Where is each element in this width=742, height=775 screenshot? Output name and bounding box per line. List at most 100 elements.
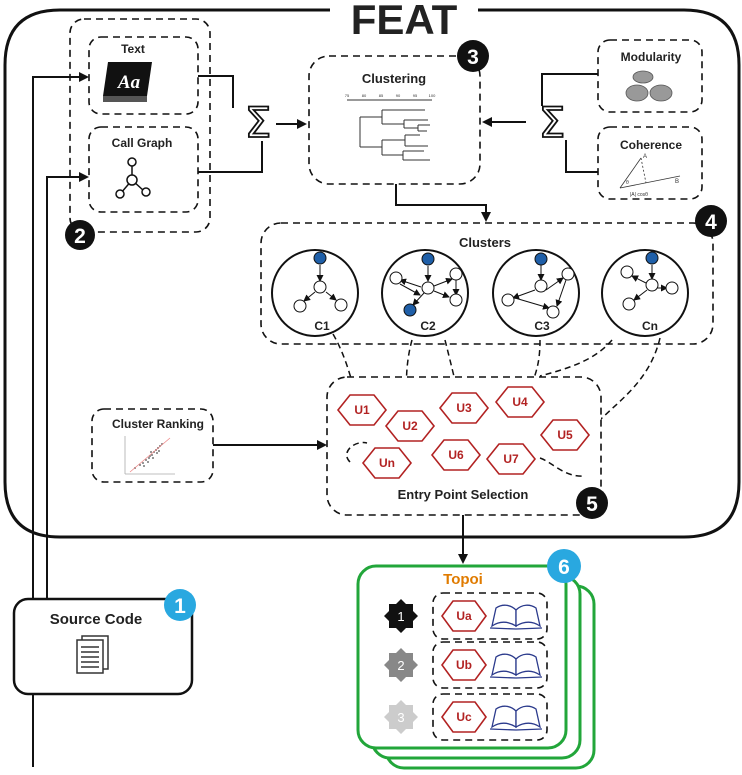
sum-left: Σ (198, 75, 307, 173)
unit-label: U1 (354, 403, 370, 417)
svg-text:2: 2 (74, 225, 86, 248)
unit-hexagon-u1: U1 (336, 394, 388, 426)
unit-hexagon-u5: U5 (539, 419, 591, 451)
topoi-unit-label: Ua (456, 609, 472, 623)
svg-text:1: 1 (174, 595, 186, 618)
unit-label: U2 (402, 419, 418, 433)
cluster-cn-label: Cn (642, 319, 658, 333)
open-book-icon (489, 653, 543, 679)
book-icon: Aa (103, 62, 152, 102)
entry-unit-links (346, 441, 586, 477)
step-badge-1: 1 (164, 589, 196, 621)
unit-label: U4 (512, 395, 528, 409)
call-graph-icon (115, 157, 151, 199)
source-code-box: Source Code 1 (12, 72, 196, 767)
step-badge-6: 6 (547, 549, 581, 583)
svg-text:6: 6 (558, 556, 570, 579)
cluster-c1: C1 (271, 249, 359, 337)
modularity-box: Modularity (597, 39, 703, 113)
text-label: Text (121, 42, 145, 56)
unit-label: U7 (503, 452, 519, 466)
unit-hexagon-ua (441, 600, 487, 632)
modularity-icon (625, 70, 673, 102)
vector-icon: A B θ |A| cosθ (619, 154, 681, 198)
unit-hexagon-u7: U7 (485, 443, 537, 475)
unit-hexagon-uc (441, 701, 487, 733)
rank-badge-icon: 1 (384, 599, 418, 633)
modularity-label: Modularity (621, 50, 682, 64)
cluster-ranking-label: Cluster Ranking (112, 417, 204, 431)
svg-text:75: 75 (345, 93, 350, 98)
svg-text:A: A (643, 154, 647, 160)
cluster-c2-label: C2 (420, 319, 436, 333)
svg-text:B: B (675, 179, 679, 185)
svg-text:80: 80 (362, 93, 367, 98)
document-icon (76, 635, 109, 674)
svg-text:95: 95 (413, 93, 418, 98)
unit-hexagon-u4: U4 (494, 386, 546, 418)
svg-text:4: 4 (705, 211, 717, 234)
open-book-icon (489, 604, 543, 630)
feat-title: FEAT (351, 0, 458, 43)
unit-label: Un (379, 456, 395, 470)
sum-right: Σ (482, 73, 598, 173)
step-badge-4: 4 (695, 205, 727, 237)
dendrogram-icon: 75 80 85 90 95 100 (345, 93, 436, 161)
rank-label: 1 (397, 609, 404, 624)
unit-hexagon-u3: U3 (438, 392, 490, 424)
step-badge-2: 2 (65, 220, 95, 250)
rank-badge-icon: 2 (384, 648, 418, 682)
svg-text:3: 3 (467, 46, 479, 69)
unit-label: U6 (448, 448, 464, 462)
step-badge-3: 3 (457, 40, 489, 72)
sigma-right-icon: Σ (539, 98, 566, 147)
topoi-row: 2 Ub (384, 641, 548, 689)
svg-text:90: 90 (396, 93, 401, 98)
topoi-unit-label: Ub (456, 658, 472, 672)
topoi-row: 1 Ua (384, 592, 548, 640)
entry-label: Entry Point Selection (398, 487, 529, 502)
input-group: Text Aa Call Graph 2 (65, 18, 211, 250)
svg-text:5: 5 (586, 493, 598, 516)
rank-label: 2 (397, 658, 404, 673)
cluster-c3: C3 (492, 249, 580, 337)
unit-label: U5 (557, 428, 573, 442)
unit-hexagon-u2: U2 (384, 410, 436, 442)
source-code-label: Source Code (50, 611, 143, 628)
coherence-label: Coherence (620, 138, 682, 152)
clustering-to-clusters-arrow (395, 184, 491, 222)
clustering-label: Clustering (362, 71, 426, 86)
rank-badge-icon: 3 (384, 700, 418, 734)
cluster-c1-label: C1 (314, 319, 330, 333)
rank-label: 3 (397, 710, 404, 725)
clusters-box: Clusters 4 C1 (260, 205, 727, 345)
step-badge-5: 5 (576, 487, 608, 519)
open-book-icon (489, 705, 543, 731)
feat-container: FEAT (3, 0, 741, 539)
sigma-left-icon: Σ (245, 98, 272, 147)
unit-label: U3 (456, 401, 472, 415)
scatter-plot-icon (124, 436, 175, 475)
call-graph-box (88, 126, 199, 213)
svg-text:100: 100 (429, 93, 436, 98)
cluster-c3-label: C3 (534, 319, 550, 333)
svg-text:85: 85 (379, 93, 384, 98)
coherence-box: Coherence A B θ |A| cosθ (597, 126, 703, 200)
clusters-label: Clusters (459, 235, 511, 250)
unit-hexagon-u6: U6 (430, 439, 482, 471)
cluster-cn: Cn (601, 249, 689, 337)
call-graph-label: Call Graph (112, 136, 173, 150)
clustering-box: Clustering 75 80 85 90 95 100 3 (308, 40, 489, 185)
svg-text:|A| cosθ: |A| cosθ (630, 192, 648, 198)
svg-text:θ: θ (626, 180, 629, 186)
unit-hexagon-ub (441, 649, 487, 681)
topoi-unit-label: Uc (456, 710, 472, 724)
topoi-row: 3 Uc (384, 693, 548, 741)
cluster-c2: C2 (381, 249, 469, 337)
cluster-ranking-box: Cluster Ranking (91, 408, 327, 483)
svg-text:Aa: Aa (117, 72, 141, 93)
topoi-rows: 1 Ua 2 Ub 3 Uc (384, 592, 548, 741)
unit-hexagon-un: Un (361, 447, 413, 479)
topoi-label: Topoi (443, 571, 483, 588)
